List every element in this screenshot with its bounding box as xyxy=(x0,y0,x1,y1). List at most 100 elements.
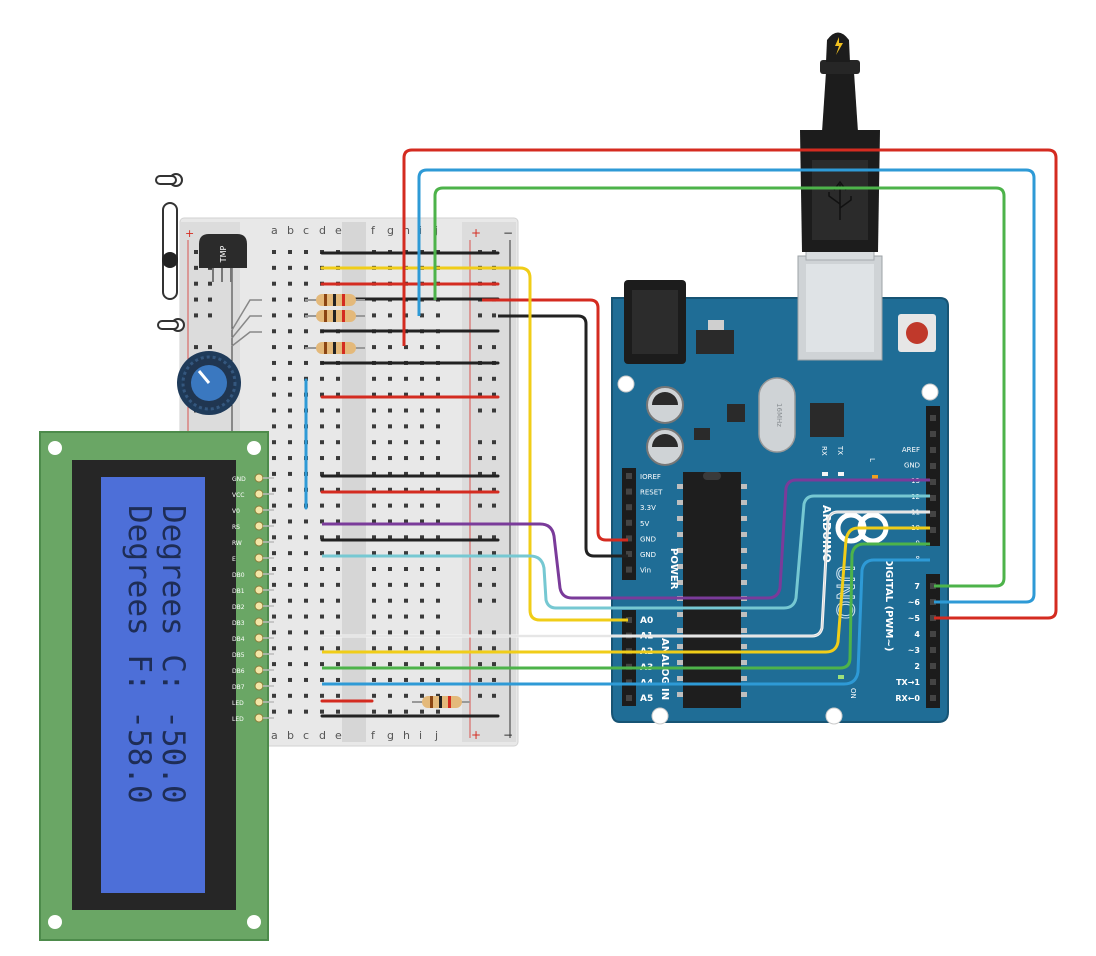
header-pin[interactable] xyxy=(626,679,632,686)
rail-hole[interactable] xyxy=(478,535,482,540)
breadboard-hole[interactable] xyxy=(436,487,440,492)
breadboard-hole[interactable] xyxy=(420,424,424,429)
breadboard-hole[interactable] xyxy=(436,471,440,476)
rail-hole[interactable] xyxy=(492,662,496,667)
rail-hole[interactable] xyxy=(478,440,482,445)
breadboard-hole[interactable] xyxy=(388,456,392,461)
breadboard-hole[interactable] xyxy=(420,598,424,603)
breadboard-hole[interactable] xyxy=(420,519,424,524)
breadboard-hole[interactable] xyxy=(388,424,392,429)
breadboard-hole[interactable] xyxy=(372,582,376,587)
breadboard-hole[interactable] xyxy=(436,567,440,571)
breadboard-hole[interactable] xyxy=(420,567,424,571)
lcd-pin[interactable] xyxy=(254,473,264,483)
rail-hole[interactable] xyxy=(478,582,482,587)
breadboard-hole[interactable] xyxy=(436,345,440,350)
temperature-sensor[interactable]: TMP xyxy=(199,234,247,282)
breadboard-hole[interactable] xyxy=(320,693,324,698)
header-pin[interactable] xyxy=(930,695,936,701)
breadboard-hole[interactable] xyxy=(272,567,276,571)
rail-hole[interactable] xyxy=(492,551,496,556)
breadboard-hole[interactable] xyxy=(304,709,308,714)
breadboard-hole[interactable] xyxy=(372,503,376,508)
lcd-pin[interactable] xyxy=(254,569,264,579)
breadboard-hole[interactable] xyxy=(320,614,324,619)
rail-hole[interactable] xyxy=(492,567,496,571)
breadboard-hole[interactable] xyxy=(436,598,440,603)
breadboard-hole[interactable] xyxy=(404,630,408,635)
header-pin[interactable] xyxy=(626,519,632,526)
breadboard-hole[interactable] xyxy=(304,582,308,587)
rail-hole[interactable] xyxy=(208,345,212,350)
rail-hole[interactable] xyxy=(478,408,482,413)
breadboard-hole[interactable] xyxy=(320,630,324,635)
breadboard-hole[interactable] xyxy=(320,440,324,445)
header-pin[interactable] xyxy=(930,479,936,485)
lcd-pin[interactable] xyxy=(254,585,264,595)
breadboard-hole[interactable] xyxy=(272,551,276,556)
rail-hole[interactable] xyxy=(208,313,212,318)
lcd-pin[interactable] xyxy=(254,505,264,515)
rail-hole[interactable] xyxy=(478,598,482,603)
breadboard-hole[interactable] xyxy=(288,297,292,302)
breadboard-hole[interactable] xyxy=(436,456,440,461)
header-pin[interactable] xyxy=(626,473,632,479)
breadboard-hole[interactable] xyxy=(388,598,392,603)
rail-hole[interactable] xyxy=(492,646,496,651)
breadboard-hole[interactable] xyxy=(404,487,408,492)
breadboard-hole[interactable] xyxy=(304,250,308,254)
breadboard-hole[interactable] xyxy=(272,265,276,270)
breadboard-hole[interactable] xyxy=(336,598,340,603)
header-pin[interactable] xyxy=(626,695,632,701)
breadboard-hole[interactable] xyxy=(304,281,308,286)
breadboard-hole[interactable] xyxy=(272,519,276,524)
breadboard-hole[interactable] xyxy=(372,646,376,651)
header-pin[interactable] xyxy=(626,488,632,495)
breadboard-hole[interactable] xyxy=(372,487,376,492)
breadboard-hole[interactable] xyxy=(404,709,408,714)
breadboard-hole[interactable] xyxy=(404,646,408,651)
breadboard-hole[interactable] xyxy=(320,392,324,397)
breadboard-hole[interactable] xyxy=(272,392,276,397)
breadboard-hole[interactable] xyxy=(288,693,292,698)
breadboard-hole[interactable] xyxy=(320,598,324,603)
rail-hole[interactable] xyxy=(478,693,482,698)
rail-hole[interactable] xyxy=(194,297,198,302)
breadboard-hole[interactable] xyxy=(320,567,324,571)
breadboard-hole[interactable] xyxy=(320,408,324,413)
rail-hole[interactable] xyxy=(478,456,482,461)
breadboard-hole[interactable] xyxy=(436,313,440,318)
breadboard-hole[interactable] xyxy=(272,471,276,476)
lcd-pin[interactable] xyxy=(254,553,264,563)
breadboard-hole[interactable] xyxy=(436,614,440,619)
breadboard-hole[interactable] xyxy=(272,662,276,667)
breadboard-hole[interactable] xyxy=(288,313,292,318)
breadboard-hole[interactable] xyxy=(288,471,292,476)
breadboard-hole[interactable] xyxy=(288,487,292,492)
rail-hole[interactable] xyxy=(478,567,482,571)
breadboard-hole[interactable] xyxy=(304,693,308,698)
rail-hole[interactable] xyxy=(478,503,482,508)
breadboard-hole[interactable] xyxy=(388,677,392,682)
breadboard-hole[interactable] xyxy=(304,265,308,270)
rail-hole[interactable] xyxy=(478,345,482,350)
breadboard-hole[interactable] xyxy=(420,456,424,461)
breadboard-hole[interactable] xyxy=(336,677,340,682)
breadboard-hole[interactable] xyxy=(336,456,340,461)
breadboard-hole[interactable] xyxy=(388,630,392,635)
breadboard-hole[interactable] xyxy=(388,582,392,587)
breadboard-hole[interactable] xyxy=(288,646,292,651)
breadboard-hole[interactable] xyxy=(404,551,408,556)
breadboard-hole[interactable] xyxy=(404,392,408,397)
rail-hole[interactable] xyxy=(492,677,496,682)
rail-hole[interactable] xyxy=(492,440,496,445)
breadboard-hole[interactable] xyxy=(272,281,276,286)
breadboard-hole[interactable] xyxy=(320,662,324,667)
breadboard-hole[interactable] xyxy=(436,519,440,524)
header-pin[interactable] xyxy=(626,551,632,557)
breadboard-hole[interactable] xyxy=(388,709,392,714)
breadboard-hole[interactable] xyxy=(420,376,424,381)
breadboard-hole[interactable] xyxy=(436,693,440,698)
breadboard-hole[interactable] xyxy=(388,392,392,397)
header-pin[interactable] xyxy=(930,599,936,605)
